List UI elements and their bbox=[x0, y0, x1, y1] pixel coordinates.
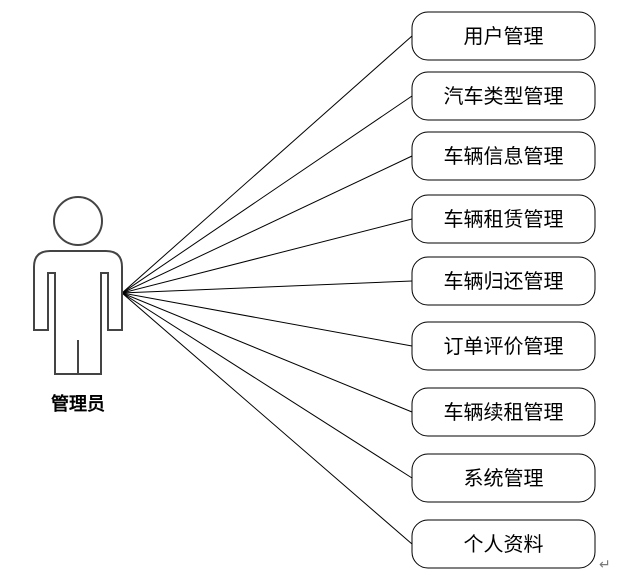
association-line bbox=[121, 155, 413, 294]
use-case-rental-renewal-management: 车辆续租管理 bbox=[411, 387, 596, 437]
association-line bbox=[121, 95, 413, 294]
use-case-vehicle-type-management: 汽车类型管理 bbox=[411, 71, 596, 121]
use-case-list: 用户管理 汽车类型管理 车辆信息管理 车辆租赁管理 车辆归还管理 订单评价管理 … bbox=[411, 11, 596, 569]
association-line bbox=[121, 292, 413, 479]
use-case-vehicle-rental-management: 车辆租赁管理 bbox=[411, 194, 596, 244]
use-case-label: 车辆租赁管理 bbox=[444, 207, 564, 231]
use-case-personal-profile: 个人资料 bbox=[411, 519, 596, 569]
use-case-label: 系统管理 bbox=[464, 466, 544, 490]
use-case-label: 车辆续租管理 bbox=[444, 400, 564, 424]
actor-admin: 管理员 bbox=[33, 196, 123, 415]
use-case-label: 车辆信息管理 bbox=[444, 144, 564, 168]
use-case-vehicle-info-management: 车辆信息管理 bbox=[411, 131, 596, 181]
actor-head bbox=[53, 196, 103, 246]
use-case-label: 车辆归还管理 bbox=[444, 269, 564, 293]
association-line bbox=[121, 218, 413, 294]
association-lines bbox=[121, 35, 413, 545]
use-case-label: 用户管理 bbox=[464, 24, 544, 48]
use-case-system-management: 系统管理 bbox=[411, 453, 596, 503]
use-case-label: 汽车类型管理 bbox=[444, 84, 564, 108]
use-case-label: 个人资料 bbox=[464, 532, 544, 556]
association-line bbox=[121, 292, 413, 347]
actor-label: 管理员 bbox=[51, 393, 105, 415]
association-line bbox=[121, 292, 413, 545]
paragraph-mark: ↵ bbox=[599, 557, 611, 573]
use-case-user-management: 用户管理 bbox=[411, 11, 596, 61]
use-case-order-review-management: 订单评价管理 bbox=[411, 321, 596, 371]
association-line bbox=[121, 35, 413, 294]
association-line bbox=[121, 292, 413, 413]
use-case-label: 订单评价管理 bbox=[444, 334, 564, 358]
association-line bbox=[121, 280, 413, 294]
use-case-vehicle-return-management: 车辆归还管理 bbox=[411, 256, 596, 306]
